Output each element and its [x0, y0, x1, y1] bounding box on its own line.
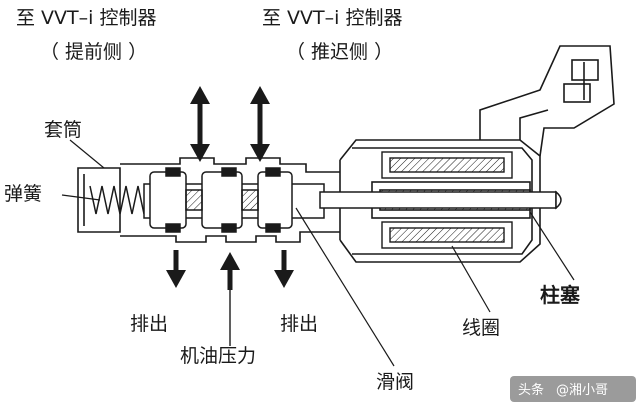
label-spring: 弹簧 [4, 183, 42, 205]
electrical-connector [479, 45, 615, 157]
label-plunger: 柱塞 [540, 283, 581, 307]
label-to-vvti-advance-line2: （ 提前侧 ） [40, 41, 147, 63]
label-to-vvti-retard-line2: （ 推迟侧 ） [286, 41, 393, 63]
coil-leader-line [451, 245, 491, 313]
plunger-shaft [319, 190, 562, 210]
solenoid-coil [381, 151, 513, 249]
label-to-vvti-retard-line1: 至 VVT–i 控制器 [262, 7, 402, 29]
label-spool-valve: 滑阀 [376, 371, 414, 393]
plunger-leader-line [529, 211, 575, 281]
label-drain-right: 排出 [280, 313, 318, 335]
label-sleeve: 套筒 [44, 119, 82, 141]
label-oil-pressure: 机油压力 [180, 345, 256, 367]
sleeve-leader-line [69, 139, 105, 169]
label-coil: 线圈 [462, 317, 500, 339]
drain-right-arrow [274, 250, 294, 288]
spool-valve [143, 167, 325, 233]
retard-port-double-arrow [250, 86, 270, 162]
valve-sleeve [77, 157, 340, 243]
watermark: 头条 @湘小哥 [510, 376, 636, 402]
advance-port-double-arrow [190, 86, 210, 162]
spring-coil [89, 185, 145, 215]
drain-left-arrow [166, 250, 186, 288]
label-drain-left: 排出 [130, 313, 168, 335]
spring-leader-line [61, 194, 101, 201]
label-to-vvti-advance-line1: 至 VVT–i 控制器 [16, 7, 156, 29]
watermark-author: @湘小哥 [556, 383, 608, 398]
oil-pressure-arrow [220, 252, 240, 346]
spool-valve-leader-line [295, 207, 395, 367]
watermark-prefix: 头条 [518, 382, 544, 398]
